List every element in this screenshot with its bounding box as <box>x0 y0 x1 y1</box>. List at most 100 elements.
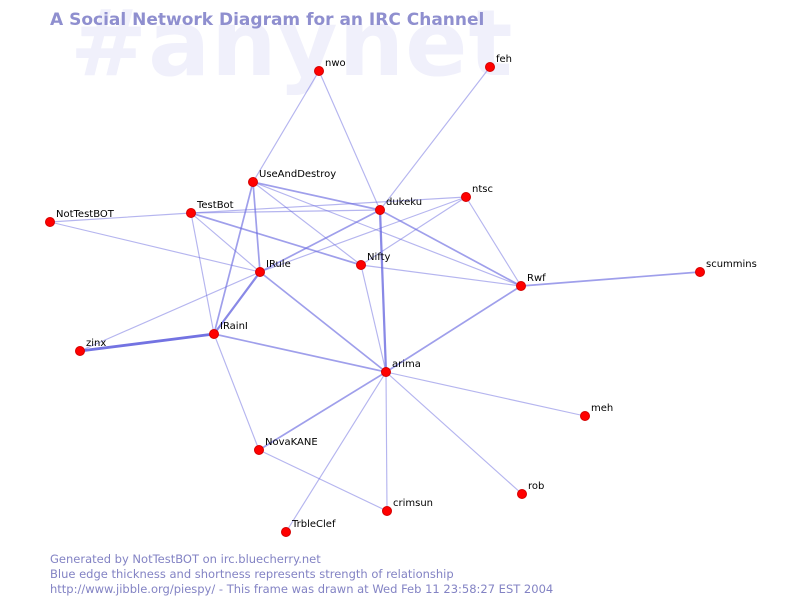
node-ntsc[interactable]: ntsc <box>461 184 493 202</box>
node-label-TrbleClef: TrbleClef <box>291 519 336 530</box>
edge-dukeku-Rwf <box>379 209 522 287</box>
edge-NotTestBOT-IRule <box>49 221 261 273</box>
edge-dukeku-IRule <box>259 209 381 273</box>
edge-UseAndDestroy-dukeku <box>252 181 381 211</box>
node-label-rob: rob <box>528 481 544 492</box>
edge-arima-TrbleClef <box>285 371 387 533</box>
node-label-arima: arima <box>392 359 421 370</box>
node-UseAndDestroy[interactable]: UseAndDestroy <box>248 169 337 187</box>
node-dot-IRule[interactable] <box>255 267 265 277</box>
node-feh[interactable]: feh <box>485 54 513 72</box>
edge-ntsc-IRule <box>259 196 467 273</box>
node-NovaKANE[interactable]: NovaKANE <box>254 437 318 455</box>
node-label-Rwf: Rwf <box>527 273 546 284</box>
node-label-zinx: zinx <box>86 338 106 349</box>
node-label-UseAndDestroy: UseAndDestroy <box>259 169 336 180</box>
node-dot-scummins[interactable] <box>695 267 705 277</box>
edge-scummins-Rwf <box>520 271 701 287</box>
edge-IRainI-zinx <box>78 332 216 353</box>
edge-TestBot-Nifty <box>190 212 362 266</box>
edge-UseAndDestroy-Nifty <box>252 181 362 266</box>
node-dot-NovaKANE[interactable] <box>254 445 264 455</box>
node-TestBot[interactable]: TestBot <box>186 200 234 218</box>
edge-Rwf-arima <box>385 285 522 373</box>
edge-IRule-arima <box>259 271 387 373</box>
edge-IRule-IRainI <box>212 270 262 336</box>
node-label-scummins: scummins <box>706 259 757 270</box>
node-label-Nifty: Nifty <box>367 252 391 263</box>
edge-dukeku-arima <box>378 208 388 374</box>
node-label-IRule: IRule <box>266 259 291 270</box>
node-label-NotTestBOT: NotTestBOT <box>56 209 115 220</box>
node-dot-rob[interactable] <box>517 489 527 499</box>
edge-IRule-zinx <box>79 271 261 352</box>
node-scummins[interactable]: scummins <box>695 259 757 277</box>
footer-frame-info[interactable]: http://www.jibble.org/piespy/ - This fra… <box>50 582 554 596</box>
edge-TestBot-ntsc <box>190 196 467 214</box>
node-dot-TestBot[interactable] <box>186 208 196 218</box>
node-TrbleClef[interactable]: TrbleClef <box>281 519 336 537</box>
edge-NovaKANE-crimsun <box>258 449 388 512</box>
node-IRainI[interactable]: IRainI <box>209 321 248 339</box>
edge-Nifty-Rwf <box>360 264 522 287</box>
node-arima[interactable]: arima <box>381 359 421 377</box>
node-label-TestBot: TestBot <box>196 200 234 211</box>
edge-arima-meh <box>385 371 586 417</box>
node-dot-feh[interactable] <box>485 62 495 72</box>
edge-arima-crimsun <box>385 371 388 512</box>
footer-legend-note: Blue edge thickness and shortness repres… <box>50 567 454 581</box>
edge-feh-dukeku <box>379 66 491 211</box>
channel-watermark: #anynet <box>70 0 514 97</box>
edge-TestBot-NotTestBOT <box>49 212 192 223</box>
node-Rwf[interactable]: Rwf <box>516 273 547 291</box>
diagram-title: A Social Network Diagram for an IRC Chan… <box>50 10 485 30</box>
node-nwo[interactable]: nwo <box>314 58 346 76</box>
node-crimsun[interactable]: crimsun <box>382 498 434 516</box>
node-dot-arima[interactable] <box>381 367 391 377</box>
edge-arima-NovaKANE <box>258 371 387 451</box>
edge-nwo-dukeku <box>318 70 381 211</box>
edge-UseAndDestroy-Rwf <box>252 181 522 287</box>
node-dot-Nifty[interactable] <box>356 260 366 270</box>
node-dot-IRainI[interactable] <box>209 329 219 339</box>
node-dot-NotTestBOT[interactable] <box>45 217 55 227</box>
node-label-nwo: nwo <box>325 58 346 69</box>
edge-Nifty-arima <box>360 264 387 373</box>
footer: Generated by NotTestBOT on irc.bluecherr… <box>50 552 553 597</box>
edge-nwo-UseAndDestroy <box>252 70 320 183</box>
edge-IRainI-NovaKANE <box>213 333 260 451</box>
node-dot-dukeku[interactable] <box>375 205 385 215</box>
edge-TestBot-IRule <box>190 212 261 273</box>
node-label-IRainI: IRainI <box>220 321 248 332</box>
node-dot-TrbleClef[interactable] <box>281 527 291 537</box>
edge-ntsc-Rwf <box>465 196 522 287</box>
node-dot-ntsc[interactable] <box>461 192 471 202</box>
node-NotTestBOT[interactable]: NotTestBOT <box>45 209 115 227</box>
node-dot-Rwf[interactable] <box>516 281 526 291</box>
node-meh[interactable]: meh <box>580 403 614 421</box>
node-label-meh: meh <box>591 403 613 414</box>
node-dot-nwo[interactable] <box>314 66 324 76</box>
node-label-NovaKANE: NovaKANE <box>265 437 318 448</box>
node-rob[interactable]: rob <box>517 481 545 499</box>
node-label-ntsc: ntsc <box>472 184 493 195</box>
edge-IRainI-arima <box>213 333 387 373</box>
edge-TestBot-IRainI <box>190 212 215 335</box>
node-IRule[interactable]: IRule <box>255 259 291 277</box>
node-dot-crimsun[interactable] <box>382 506 392 516</box>
node-dot-zinx[interactable] <box>75 346 85 356</box>
edge-UseAndDestroy-IRainI <box>213 181 254 335</box>
edge-ntsc-Nifty <box>360 196 467 266</box>
node-dot-meh[interactable] <box>580 411 590 421</box>
node-dukeku[interactable]: dukeku <box>375 197 423 215</box>
node-dot-UseAndDestroy[interactable] <box>248 177 258 187</box>
node-Nifty[interactable]: Nifty <box>356 252 391 270</box>
edge-arima-rob <box>385 371 523 495</box>
node-zinx[interactable]: zinx <box>75 338 107 356</box>
node-label-feh: feh <box>496 54 512 65</box>
edge-TestBot-dukeku <box>190 209 381 214</box>
node-label-crimsun: crimsun <box>393 498 433 509</box>
